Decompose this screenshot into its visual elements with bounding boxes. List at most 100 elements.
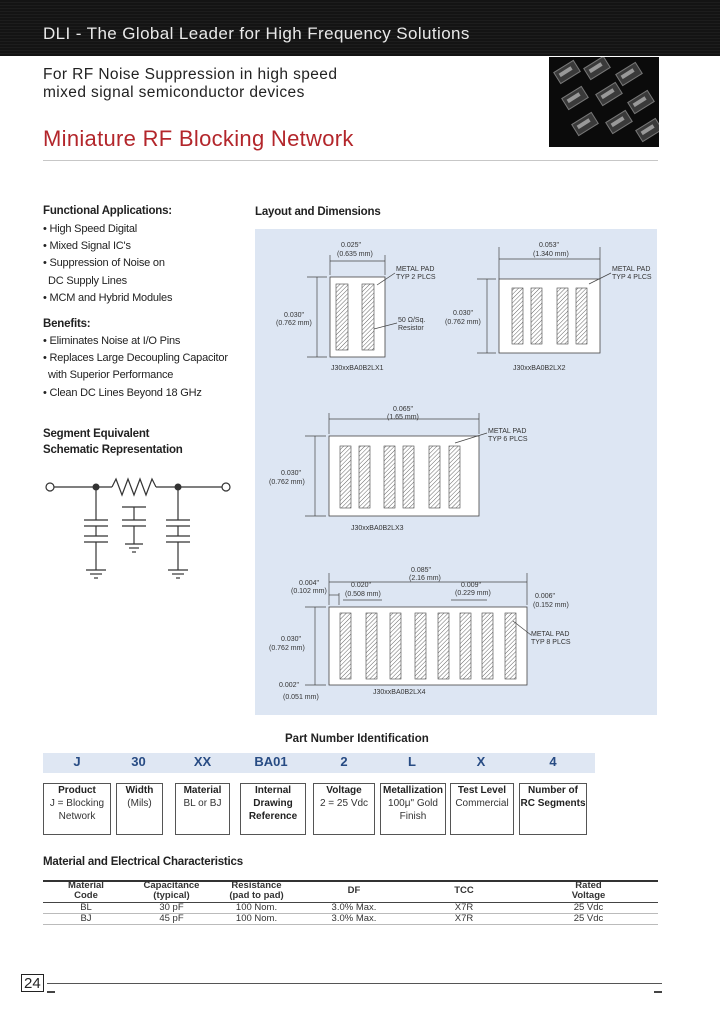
footer-tick bbox=[47, 991, 55, 993]
pn-box-metallization: Metallization 100μ" Gold Finish bbox=[380, 783, 446, 835]
pn-code: BA01 bbox=[254, 754, 288, 769]
d4-pad-label: METAL PAD bbox=[531, 631, 569, 638]
chip-image bbox=[595, 81, 623, 107]
d2-width-in: 0.053" bbox=[539, 242, 560, 249]
d4-gap-mm: (0.229 mm) bbox=[455, 590, 491, 597]
d4-left-mm: (0.102 mm) bbox=[291, 588, 327, 595]
column-header: Capacitance(typical) bbox=[129, 879, 214, 903]
list-item: • High Speed Digital bbox=[43, 223, 138, 235]
part-number-bar bbox=[43, 753, 595, 773]
d4-seg-in: 0.020" bbox=[351, 582, 372, 589]
d4-right-in: 0.006" bbox=[535, 593, 556, 600]
benefits-list: • Eliminates Noise at I/O Pins • Replace… bbox=[43, 333, 228, 402]
pn-box-title: Product bbox=[58, 785, 96, 796]
d2-part-label: J30xxBA0B2LX2 bbox=[513, 365, 566, 372]
tagline-line-1: For RF Noise Suppression in high speed bbox=[43, 66, 338, 83]
junction-dot bbox=[92, 483, 100, 491]
pn-box-line: RC Segments bbox=[520, 798, 586, 809]
pn-box-drawing: Internal Drawing Reference bbox=[240, 783, 306, 835]
schematic-heading-line-1: Segment Equivalent bbox=[43, 428, 150, 440]
list-item: • Clean DC Lines Beyond 18 GHz bbox=[43, 386, 202, 399]
chip-image bbox=[561, 85, 589, 111]
d4-seg-mm: (0.508 mm) bbox=[345, 591, 381, 598]
d4-left-in: 0.004" bbox=[299, 580, 320, 587]
d1-pad-label: METAL PAD bbox=[396, 266, 434, 273]
d3-width-mm: (1.65 mm) bbox=[387, 414, 419, 421]
layout-heading: Layout and Dimensions bbox=[255, 206, 381, 218]
pn-box-title: Material bbox=[183, 785, 222, 796]
column-header: DF bbox=[299, 879, 409, 903]
material-heading: Material and Electrical Characteristics bbox=[43, 856, 243, 868]
d4-height-in: 0.030" bbox=[281, 636, 302, 643]
pn-box-line: 2 = 25 Vdc bbox=[319, 798, 369, 809]
terminal-right bbox=[221, 482, 231, 492]
pn-box-line: Drawing bbox=[253, 798, 293, 809]
d2-height-in: 0.030" bbox=[453, 310, 474, 317]
pn-box-product: Product J = Blocking Network bbox=[43, 783, 111, 835]
schematic-heading-line-2: Schematic Representation bbox=[43, 444, 183, 456]
chip-image bbox=[635, 117, 659, 143]
header-banner bbox=[0, 0, 720, 56]
pn-code: X bbox=[476, 754, 486, 769]
table-cell: 3.0% Max. bbox=[299, 913, 409, 925]
d4-height-mm: (0.762 mm) bbox=[269, 645, 305, 652]
pn-box-test-level: Test Level Commercial bbox=[450, 783, 514, 835]
table-cell: 100 Nom. bbox=[214, 902, 299, 914]
chip-image bbox=[583, 57, 611, 81]
pn-box-title: Voltage bbox=[326, 785, 362, 796]
d1-part-label: J30xxBA0B2LX1 bbox=[331, 365, 384, 372]
tagline: For RF Noise Suppression in high speed m… bbox=[43, 66, 337, 102]
title-divider bbox=[43, 160, 658, 161]
pn-box-line: J = Blocking bbox=[49, 798, 105, 809]
table-cell: 3.0% Max. bbox=[299, 902, 409, 914]
column-header: Resistance(pad to pad) bbox=[214, 879, 299, 903]
pn-box-title: Test Level bbox=[457, 785, 507, 796]
table-cell: 25 Vdc bbox=[519, 902, 658, 914]
pn-box-line: Network bbox=[58, 811, 96, 822]
table-cell: 45 pF bbox=[129, 913, 214, 925]
d1-height-mm: (0.762 mm) bbox=[276, 320, 312, 327]
d2-width-mm: (1.340 mm) bbox=[533, 251, 569, 258]
table-cell: BJ bbox=[43, 913, 129, 925]
banner-title: DLI - The Global Leader for High Frequen… bbox=[43, 24, 470, 43]
chip-photo bbox=[549, 57, 659, 147]
d4-right-mm: (0.152 mm) bbox=[533, 602, 569, 609]
d4-pad-count: TYP 8 PLCS bbox=[531, 639, 571, 646]
table-cell: 25 Vdc bbox=[519, 913, 658, 925]
d2-pad-count: TYP 4 PLCS bbox=[612, 274, 652, 281]
d1-width-mm: (0.635 mm) bbox=[337, 251, 373, 258]
drawing-lx2: 0.053" (1.340 mm) 0.030" (0.762 mm) META… bbox=[445, 242, 652, 372]
d1-width-in: 0.025" bbox=[341, 242, 362, 249]
d4-total-mm: (2.16 mm) bbox=[409, 575, 441, 582]
chip-image bbox=[627, 89, 655, 115]
resistor-symbol bbox=[111, 477, 157, 497]
list-item: • Suppression of Noise on bbox=[43, 257, 165, 270]
d1-res-label: 50 Ω/Sq. bbox=[398, 317, 425, 324]
junction-dot bbox=[174, 483, 182, 491]
d4-total-in: 0.085" bbox=[411, 567, 432, 574]
page-title: Miniature RF Blocking Network bbox=[43, 126, 354, 151]
pn-box-title: Metallization bbox=[382, 785, 443, 796]
pn-box-line: 100μ" Gold bbox=[388, 798, 438, 809]
d1-res-label2: Resistor bbox=[398, 325, 424, 332]
terminal-left bbox=[45, 482, 55, 492]
d3-pad-label: METAL PAD bbox=[488, 428, 526, 435]
d4-bottom-in: 0.002" bbox=[279, 682, 300, 689]
d4-gap-in: 0.009" bbox=[461, 582, 482, 589]
table-cell: BL bbox=[43, 902, 129, 914]
pn-box-line: Commercial bbox=[455, 798, 509, 809]
part-number-heading: Part Number Identification bbox=[285, 733, 429, 745]
pn-box-title: Internal bbox=[254, 785, 292, 796]
dimension-drawings: .dt { font-family: "Liberation Sans", sa… bbox=[269, 242, 652, 701]
pn-box-line: Reference bbox=[248, 811, 298, 822]
d2-pad-label: METAL PAD bbox=[612, 266, 650, 273]
table-cell: X7R bbox=[409, 902, 519, 914]
chip-image bbox=[615, 61, 643, 87]
d3-height-mm: (0.762 mm) bbox=[269, 479, 305, 486]
list-item: DC Supply Lines bbox=[48, 274, 127, 287]
pn-code: 4 bbox=[549, 754, 557, 769]
pn-code: 30 bbox=[131, 754, 146, 769]
d1-pad-count: TYP 2 PLCS bbox=[396, 274, 436, 281]
